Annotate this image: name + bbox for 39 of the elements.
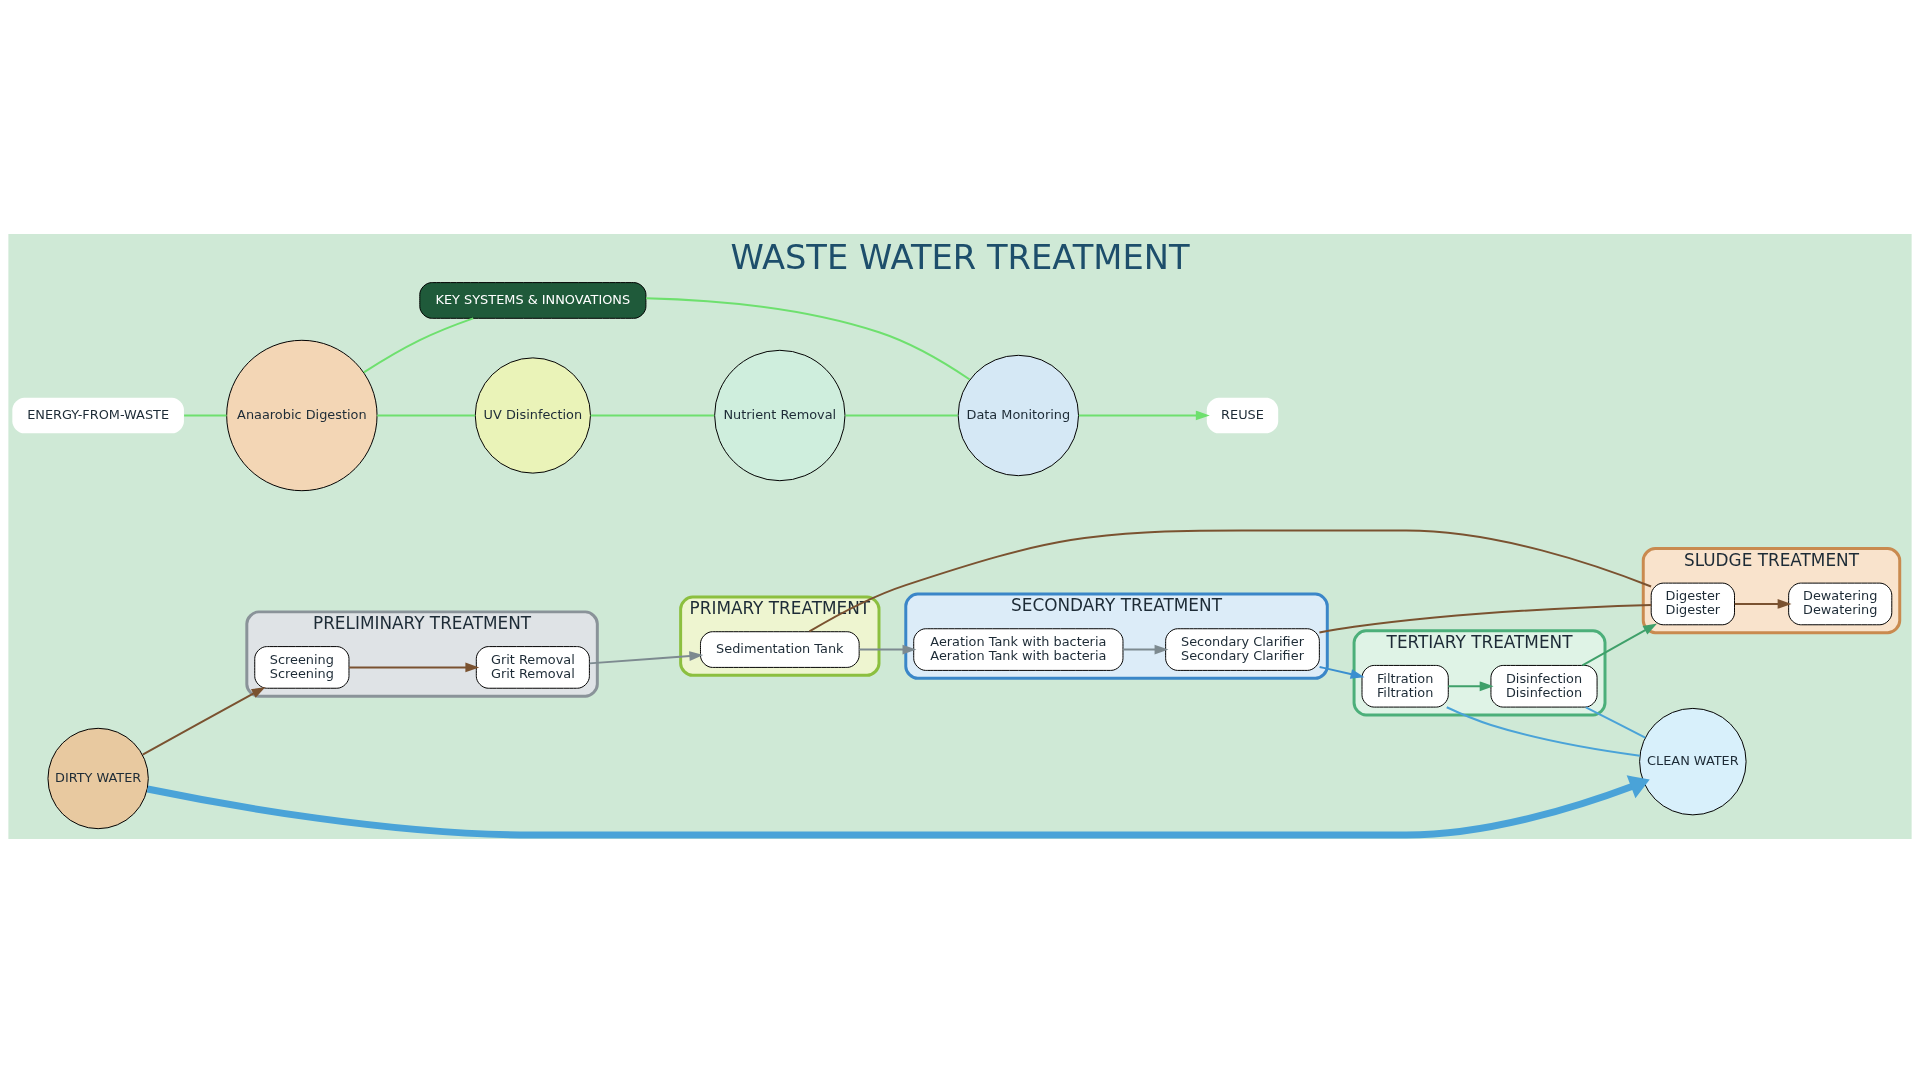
node-box: Sedimentation Tank (699, 630, 860, 668)
node-circle: CLEAN WATER (1639, 707, 1747, 815)
node-box: Secondary Clarifier Secondary Clarifier (1165, 627, 1320, 671)
node-circle: DIRTY WATER (47, 727, 149, 829)
arrow (1447, 680, 1494, 691)
connector (1445, 705, 1641, 757)
node-box: Grit Removal Grit Removal (475, 645, 590, 689)
node-circle: Data Monitoring (957, 354, 1080, 476)
node-box: Filtration Filtration (1361, 664, 1449, 708)
arrow (1581, 622, 1658, 666)
connector (589, 414, 716, 416)
connector (362, 316, 475, 373)
arrow (1318, 665, 1365, 679)
arrow (1122, 644, 1169, 654)
arrow (858, 644, 917, 654)
connector (645, 296, 971, 380)
connector (376, 414, 476, 416)
connector (1318, 603, 1653, 633)
connector (183, 414, 228, 416)
arrow (146, 774, 1650, 838)
node-circle: Nutrient Removal (714, 349, 846, 481)
arrow (1077, 410, 1210, 420)
diagram-title: WASTE WATER TREATMENT (730, 237, 1190, 277)
node-box: Disinfection Disinfection (1490, 664, 1598, 708)
connector (844, 414, 959, 416)
node-box: REUSE (1206, 397, 1279, 433)
node-box: Dewatering Dewatering (1788, 582, 1893, 625)
arrow (348, 662, 480, 672)
arrow (1733, 598, 1792, 609)
node-circle: UV Disinfection (474, 356, 591, 474)
connector (1584, 705, 1647, 739)
arrow (141, 686, 266, 756)
node-box: Aeration Tank with bacteria Aeration Tank with bacteria (913, 627, 1124, 671)
node-circle: Anaarobic Digestion (226, 339, 378, 491)
node-box: Screening Screening (254, 645, 350, 689)
node-box: ENERGY-FROM-WASTE (12, 397, 184, 433)
node-box: KEY SYSTEMS & INNOVATIONS (419, 281, 647, 319)
node-box: Digester Digester (1650, 582, 1735, 625)
arrow (588, 650, 704, 664)
